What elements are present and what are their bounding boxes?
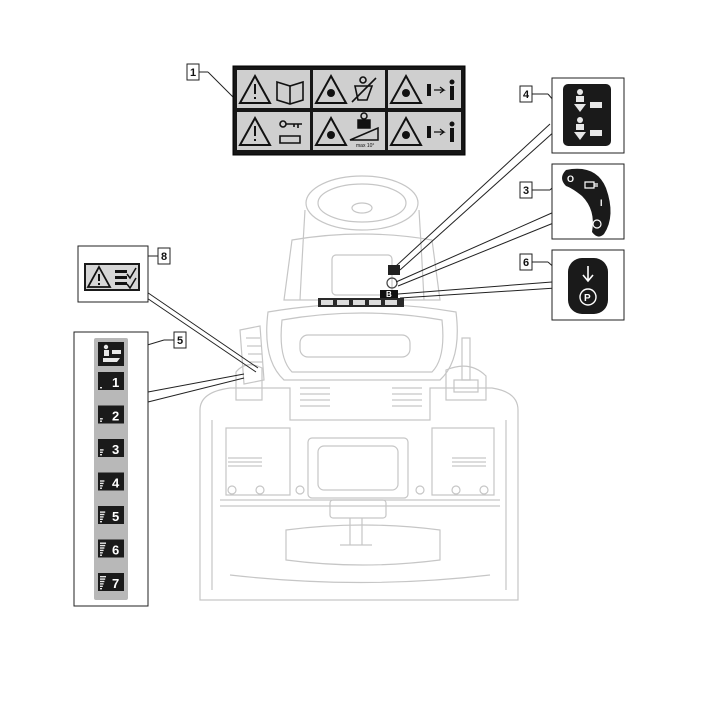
gear-number: 1 bbox=[112, 375, 119, 390]
warning-triangle-icon bbox=[389, 115, 423, 146]
warning-triangle-icon bbox=[238, 73, 272, 104]
read-manual-icon bbox=[276, 80, 304, 105]
callout-number-4: 4 bbox=[523, 89, 530, 101]
plug-icon bbox=[584, 181, 598, 189]
speed-bar-icon bbox=[100, 583, 104, 585]
warning-triangle-icon bbox=[86, 265, 112, 288]
gear-tile-3: 3 bbox=[98, 439, 124, 457]
speed-bar-icon bbox=[100, 547, 105, 549]
speed-bar-icon bbox=[100, 418, 103, 420]
speed-bar-icon bbox=[100, 521, 102, 523]
keep-distance-icon bbox=[427, 79, 455, 100]
callout-box-6: 6 bbox=[519, 253, 533, 271]
speed-bar-icon bbox=[100, 588, 102, 590]
speed-bar-icon bbox=[100, 578, 106, 580]
gear-tiles: 1 2 3 4 5 6 7 bbox=[98, 372, 124, 591]
start-icon bbox=[592, 219, 602, 229]
callout-number-6: 6 bbox=[523, 257, 529, 269]
warning-triangle-icon bbox=[314, 73, 348, 104]
speed-bar-icon bbox=[100, 480, 105, 482]
speed-bar-icon bbox=[100, 544, 106, 547]
speed-bar-icon bbox=[100, 449, 104, 451]
speed-bar-icon bbox=[100, 485, 103, 487]
dash-small-decal: B bbox=[380, 265, 400, 299]
gear-number: 5 bbox=[112, 509, 119, 524]
checklist-icon bbox=[115, 267, 137, 290]
speed-bar-icon bbox=[100, 518, 103, 520]
warning-triangle-icon bbox=[314, 115, 348, 146]
gear-number: 4 bbox=[112, 476, 120, 491]
speed-bar-icon bbox=[100, 487, 102, 489]
gear-number: 6 bbox=[112, 543, 119, 558]
speed-bar-icon bbox=[100, 513, 105, 516]
warning-triangle-icon bbox=[238, 115, 272, 146]
operator-icon bbox=[577, 89, 583, 95]
callout-box-8: 8 bbox=[157, 247, 171, 265]
gear-tile-4: 4 bbox=[98, 472, 124, 491]
keep-distance-icon bbox=[427, 121, 455, 142]
gear-tile-1: 1 bbox=[98, 372, 124, 390]
label-4-lift-decal bbox=[551, 77, 625, 154]
gear-tile-6: 6 bbox=[98, 539, 124, 558]
speed-bar-icon bbox=[100, 585, 103, 587]
parking-symbol: P bbox=[584, 293, 591, 304]
plate-letter: B bbox=[386, 290, 392, 299]
speed-bar-icon bbox=[100, 552, 103, 554]
ignition-off-symbol: O bbox=[567, 174, 574, 184]
arrow-down-icon bbox=[582, 266, 594, 283]
label-8-warning-decal bbox=[77, 245, 149, 303]
gear-tile-5: 5 bbox=[98, 506, 124, 524]
gear-number: 7 bbox=[112, 576, 119, 591]
speed-bar-icon bbox=[100, 387, 102, 389]
label-1-warning-decal: max 10° bbox=[232, 65, 466, 156]
slope-text: max 10° bbox=[356, 143, 374, 149]
gear-tile-2: 2 bbox=[98, 405, 124, 424]
speed-bar-icon bbox=[100, 549, 104, 552]
speed-bar-icon bbox=[100, 542, 106, 544]
speed-bar-icon bbox=[100, 554, 102, 556]
operator-seat-icon bbox=[103, 344, 121, 362]
speed-bar-icon bbox=[100, 454, 102, 456]
label-3-ignition-decal: O I bbox=[551, 163, 625, 240]
gear-number: 3 bbox=[112, 442, 119, 457]
callout-box-1: 1 bbox=[186, 63, 200, 81]
remove-key-icon bbox=[279, 120, 302, 144]
speed-bar-icon bbox=[100, 511, 106, 513]
speed-bar-icon bbox=[100, 580, 105, 583]
gear-tile-7: 7 bbox=[98, 573, 124, 591]
slope-limit-icon bbox=[349, 112, 379, 141]
callout-number-3: 3 bbox=[523, 185, 529, 197]
callout-number-8: 8 bbox=[161, 251, 167, 263]
callout-box-5: 5 bbox=[173, 331, 187, 349]
ignition-on-symbol: I bbox=[600, 198, 603, 208]
speed-bar-icon bbox=[100, 420, 102, 422]
speed-bar-icon bbox=[100, 516, 104, 518]
gear-number: 2 bbox=[112, 409, 119, 424]
speed-bar-icon bbox=[100, 451, 103, 453]
parking-brake-icon bbox=[579, 288, 597, 306]
ride-on-mower-outline bbox=[199, 175, 519, 601]
label-6-parking-brake-decal: P bbox=[551, 249, 625, 321]
speed-bar-icon bbox=[100, 576, 106, 578]
dashboard-decal-strip bbox=[318, 298, 404, 307]
callout-box-3: 3 bbox=[519, 181, 533, 199]
callout-number-1: 1 bbox=[190, 67, 196, 79]
speed-bar-icon bbox=[100, 482, 104, 485]
callout-number-5: 5 bbox=[177, 335, 183, 347]
keep-bystanders-away-icon bbox=[351, 76, 377, 103]
callout-box-4: 4 bbox=[519, 85, 533, 103]
warning-triangle-icon bbox=[389, 73, 423, 104]
